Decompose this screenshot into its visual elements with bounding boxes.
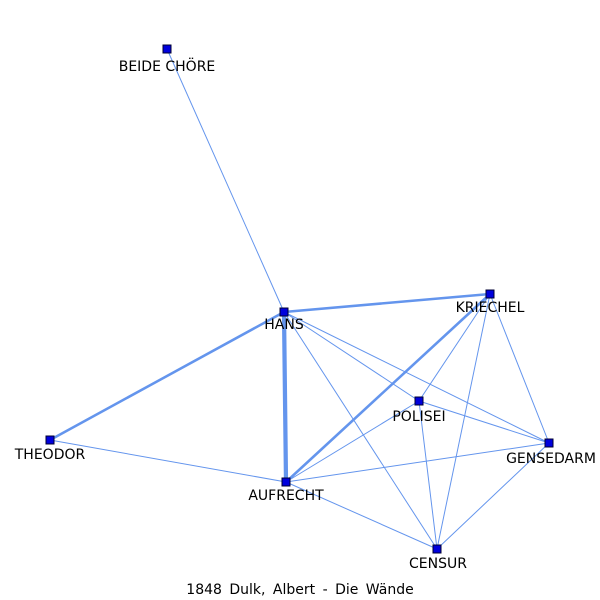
graph-caption: 1848 Dulk, Albert - Die Wände (186, 582, 414, 598)
node-label-aufrecht: AUFRECHT (248, 488, 324, 504)
node-label-polisei: POLISEI (392, 409, 445, 425)
edge-hans-gensedarm (283, 311, 550, 444)
node-label-censur: CENSUR (409, 556, 467, 572)
edge-polisei-censur (418, 400, 438, 550)
node-censur[interactable] (432, 544, 442, 554)
edge-hans-kriechel (282, 292, 492, 314)
edge-gensedarm-censur (436, 442, 550, 550)
edge-beide-chore-hans (166, 48, 285, 313)
node-label-hans: HANS (264, 317, 304, 333)
node-label-beide-chore: BEIDE CHÖRE (119, 57, 216, 75)
edge-kriechel-polisei (418, 293, 491, 402)
edge-polisei-aufrecht (285, 400, 420, 483)
edge-hans-polisei (283, 311, 420, 402)
edge-polisei-gensedarm (418, 400, 550, 444)
edge-hans-aufrecht (281, 309, 289, 485)
node-hans[interactable] (279, 307, 289, 317)
node-label-theodor: THEODOR (14, 447, 86, 463)
edge-kriechel-aufrecht (284, 292, 492, 484)
node-polisei[interactable] (414, 396, 424, 406)
node-beide-chore[interactable] (162, 44, 172, 54)
edge-hans-censur (283, 311, 438, 550)
node-label-kriechel: KRIECHEL (456, 300, 525, 316)
edge-theodor-aufrecht (49, 439, 287, 483)
node-theodor[interactable] (45, 435, 55, 445)
edge-hans-theodor (48, 310, 286, 442)
node-gensedarm[interactable] (544, 438, 554, 448)
node-label-gensedarm: GENSEDARM (506, 451, 596, 467)
node-aufrecht[interactable] (281, 477, 291, 487)
label-layer: BEIDE CHÖRE HANS KRIECHEL POLISEI THEODOR GEN… (14, 57, 596, 572)
edge-kriechel-gensedarm (489, 293, 550, 444)
edge-aufrecht-gensedarm (285, 442, 550, 483)
edge-layer (48, 48, 550, 550)
node-layer (45, 44, 554, 554)
node-kriechel[interactable] (485, 289, 495, 299)
edge-aufrecht-censur (285, 481, 438, 550)
edge-kriechel-censur (436, 293, 491, 550)
